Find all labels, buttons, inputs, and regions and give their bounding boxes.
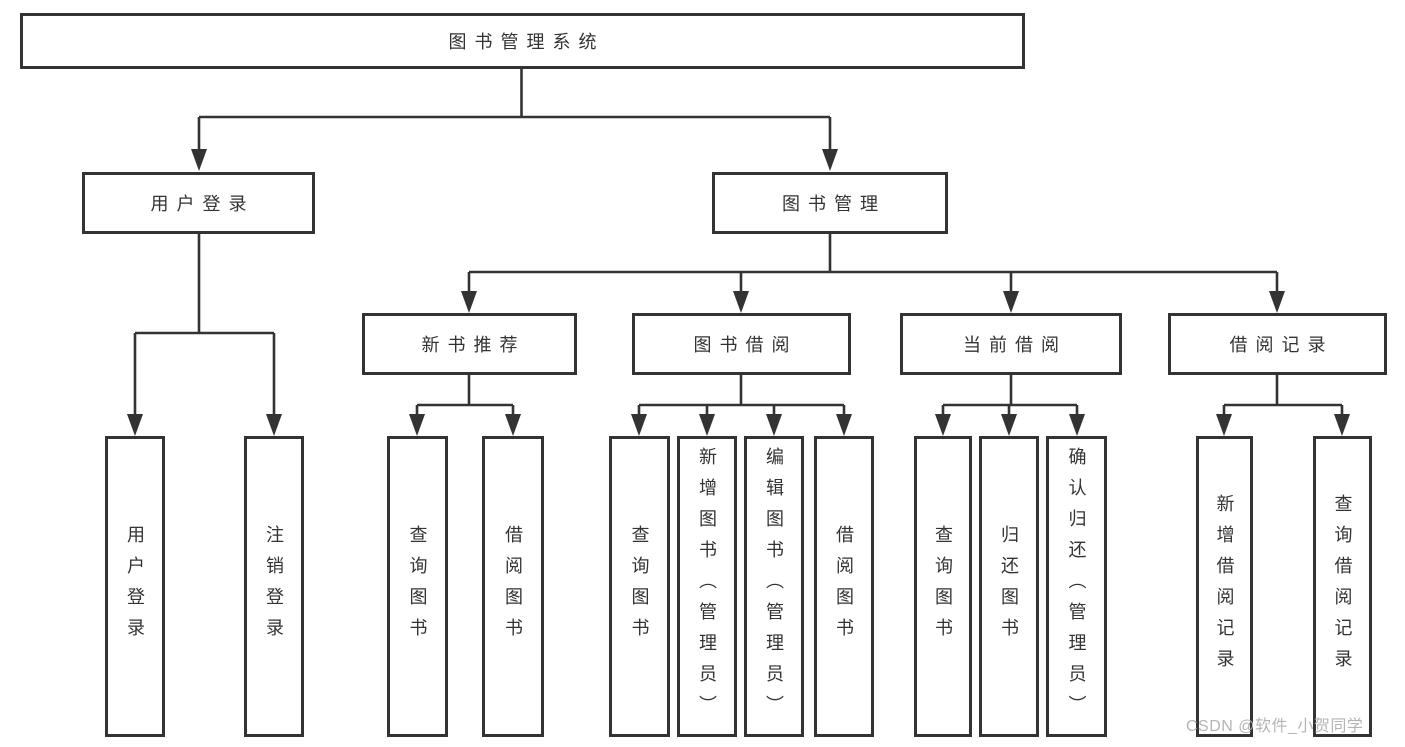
node-label: 借阅图书 [503,524,523,649]
node-label: 借阅记录 [1229,335,1334,355]
node-label: 查询图书 [629,524,650,649]
arrowhead [1334,414,1350,436]
node-label: 归还图书 [999,524,1019,649]
node-book-borrowing: 图书借阅 [632,313,851,375]
arrowhead [1069,414,1085,436]
arrowhead [1216,414,1232,436]
arrowhead [631,414,647,436]
arrowhead [1003,291,1019,313]
node-new-book-recommend: 新书推荐 [362,313,577,375]
node-label: 新书推荐 [421,335,526,355]
arrowhead [836,414,852,436]
leaf-borrow-books-2: 借阅图书 [814,436,874,737]
node-label: 查询图书 [407,524,428,649]
csdn-watermark: CSDN @软件_小贺同学 [1186,718,1364,735]
node-book-management: 图书管理 [712,172,948,234]
node-label: 当前借阅 [963,335,1067,355]
node-label: 新增图书（管理员） [697,447,717,726]
node-label: 查询借阅记录 [1332,493,1353,680]
arrowhead [733,291,749,313]
arrowhead [822,149,838,171]
node-label: 图书借阅 [693,335,798,355]
node-label: 确认归还（管理员） [1066,447,1087,726]
leaf-query-books-2: 查询图书 [609,436,670,737]
node-label: 图书管理 [782,194,886,214]
leaf-borrow-books-1: 借阅图书 [482,436,544,737]
arrowhead [266,414,282,436]
leaf-query-books-1: 查询图书 [387,436,448,737]
arrowhead [699,414,715,436]
node-current-borrowing: 当前借阅 [900,313,1122,375]
node-borrowing-records: 借阅记录 [1168,313,1387,375]
node-label: 注销登录 [264,524,284,649]
leaf-edit-books-admin: 编辑图书（管理员） [744,436,804,737]
node-user-login: 用户登录 [82,172,315,234]
node-label: 用户登录 [125,524,145,649]
arrowhead [127,414,143,436]
node-root-library-system: 图书管理系统 [20,13,1025,69]
leaf-logout: 注销登录 [244,436,304,737]
leaf-confirm-return-admin: 确认归还（管理员） [1046,436,1107,737]
arrowhead [191,149,207,171]
leaf-user-login: 用户登录 [105,436,165,737]
arrowhead [1001,414,1017,436]
arrowhead [935,414,951,436]
arrowhead [461,291,477,313]
leaf-add-books-admin: 新增图书（管理员） [677,436,737,737]
node-label: 图书管理系统 [448,32,605,52]
node-label: 用户登录 [150,194,255,214]
node-label: 借阅图书 [834,524,854,649]
leaf-query-books-3: 查询图书 [914,436,972,737]
node-label: 新增借阅记录 [1214,493,1235,680]
leaf-add-borrow-record: 新增借阅记录 [1196,436,1253,737]
leaf-return-books: 归还图书 [979,436,1039,737]
node-label: 编辑图书（管理员） [764,447,784,726]
node-label: 查询图书 [933,524,953,649]
arrowhead [505,414,521,436]
arrowhead [409,414,425,436]
arrowhead [766,414,782,436]
arrowhead [1269,291,1285,313]
leaf-query-borrow-record: 查询借阅记录 [1313,436,1372,737]
